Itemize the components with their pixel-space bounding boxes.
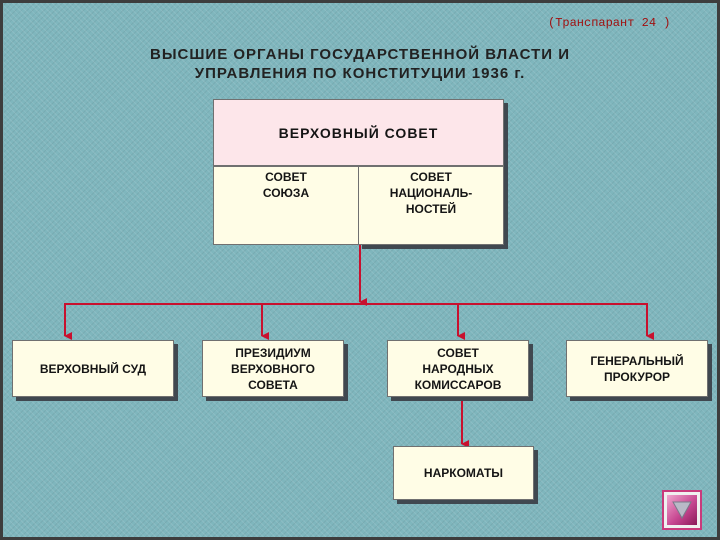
supreme-soviet-label: ВЕРХОВНЫЙ СОВЕТ <box>278 124 439 141</box>
title-line-1: ВЫСШИЕ ОРГАНЫ ГОСУДАРСТВЕННОЙ ВЛАСТИ И <box>150 46 570 63</box>
supreme-court-label: ВЕРХОВНЫЙ СУД <box>39 361 147 376</box>
sovnarkom-line-1: СОВЕТ <box>437 345 479 360</box>
presidium-box: ПРЕЗИДИУМ ВЕРХОВНОГО СОВЕТА <box>202 340 344 397</box>
soviet-union-line-2: СОЮЗА <box>262 186 310 200</box>
nav-button-face <box>667 495 697 525</box>
title-line-2: УПРАВЛЕНИЯ ПО КОНСТИТУЦИИ 1936 г. <box>194 65 526 82</box>
supreme-soviet-box: ВЕРХОВНЫЙ СОВЕТ <box>213 99 504 166</box>
supreme-court-box: ВЕРХОВНЫЙ СУД <box>12 340 174 397</box>
commissariats-label: НАРКОМАТЫ <box>423 466 504 480</box>
soviet-nationalities-line-1: СОВЕТ <box>410 170 452 184</box>
presidium-line-3: СОВЕТА <box>248 377 298 392</box>
prosecutor-box: ГЕНЕРАЛЬНЫЙ ПРОКУРОР <box>566 340 708 397</box>
triangle-down-icon <box>672 501 692 519</box>
prosecutor-line-1: ГЕНЕРАЛЬНЫЙ <box>590 353 684 368</box>
transparency-note: (Транспарант 24 ) <box>548 16 671 30</box>
presidium-line-1: ПРЕЗИДИУМ <box>235 345 311 360</box>
soviet-union-line-1: СОВЕТ <box>265 170 307 184</box>
presidium-line-2: ВЕРХОВНОГО <box>231 361 315 376</box>
soviet-nationalities-box: СОВЕТ НАЦИОНАЛЬ- НОСТЕЙ <box>358 166 504 245</box>
soviet-union-box: СОВЕТ СОЮЗА <box>213 166 359 245</box>
next-slide-button[interactable] <box>662 490 702 530</box>
prosecutor-line-2: ПРОКУРОР <box>603 369 671 384</box>
sovnarkom-box: СОВЕТ НАРОДНЫХ КОМИССАРОВ <box>387 340 529 397</box>
sovnarkom-line-2: НАРОДНЫХ <box>422 361 494 376</box>
slide-title: ВЫСШИЕ ОРГАНЫ ГОСУДАРСТВЕННОЙ ВЛАСТИ И У… <box>80 45 640 83</box>
sovnarkom-line-3: КОМИССАРОВ <box>414 377 502 392</box>
soviet-nationalities-line-3: НОСТЕЙ <box>405 202 457 216</box>
commissariats-box: НАРКОМАТЫ <box>393 446 534 500</box>
soviet-nationalities-line-2: НАЦИОНАЛЬ- <box>389 186 473 200</box>
